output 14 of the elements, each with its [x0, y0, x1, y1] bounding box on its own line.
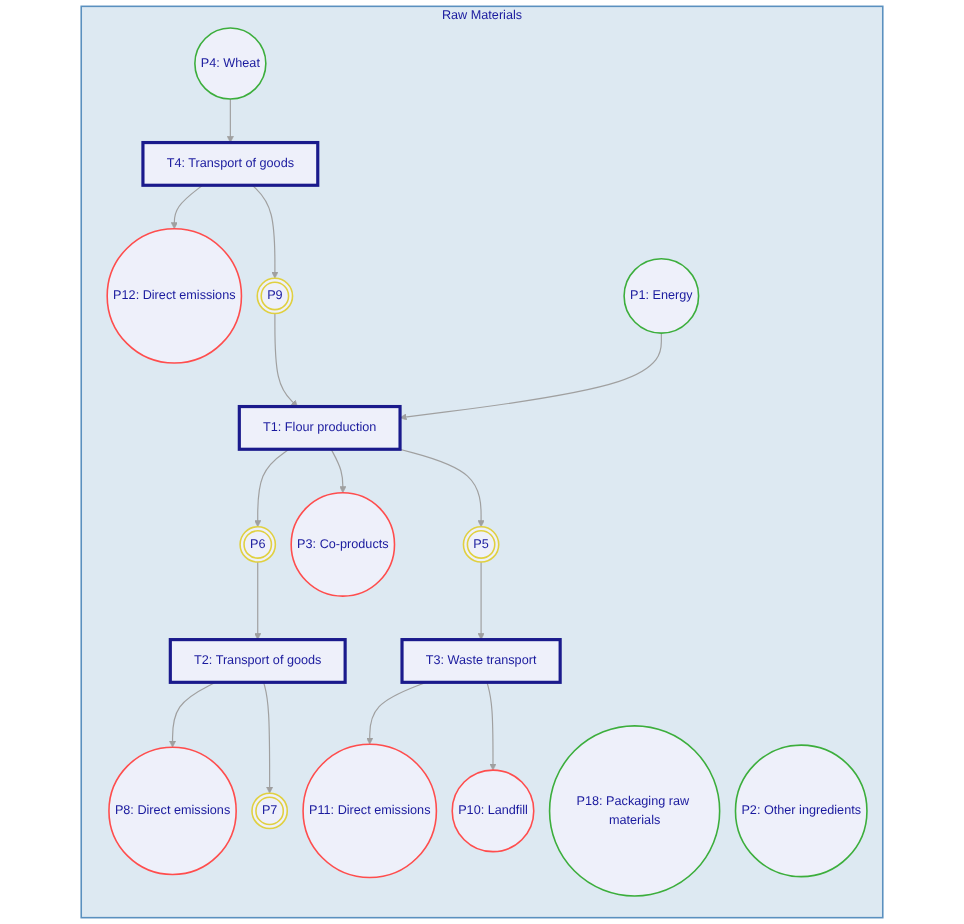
arrow: [274, 312, 298, 407]
arrow: [399, 332, 662, 421]
arrow: [477, 561, 485, 640]
arrow: [170, 184, 204, 230]
arrow: [366, 681, 427, 745]
arrow: [169, 681, 217, 748]
arrow: [254, 561, 262, 640]
arrow: [226, 98, 234, 143]
arrow: [263, 681, 274, 794]
arrow: [254, 448, 290, 528]
arrow: [330, 448, 347, 494]
arrow: [399, 448, 485, 528]
arrow: [486, 681, 497, 771]
arrow: [251, 184, 279, 279]
